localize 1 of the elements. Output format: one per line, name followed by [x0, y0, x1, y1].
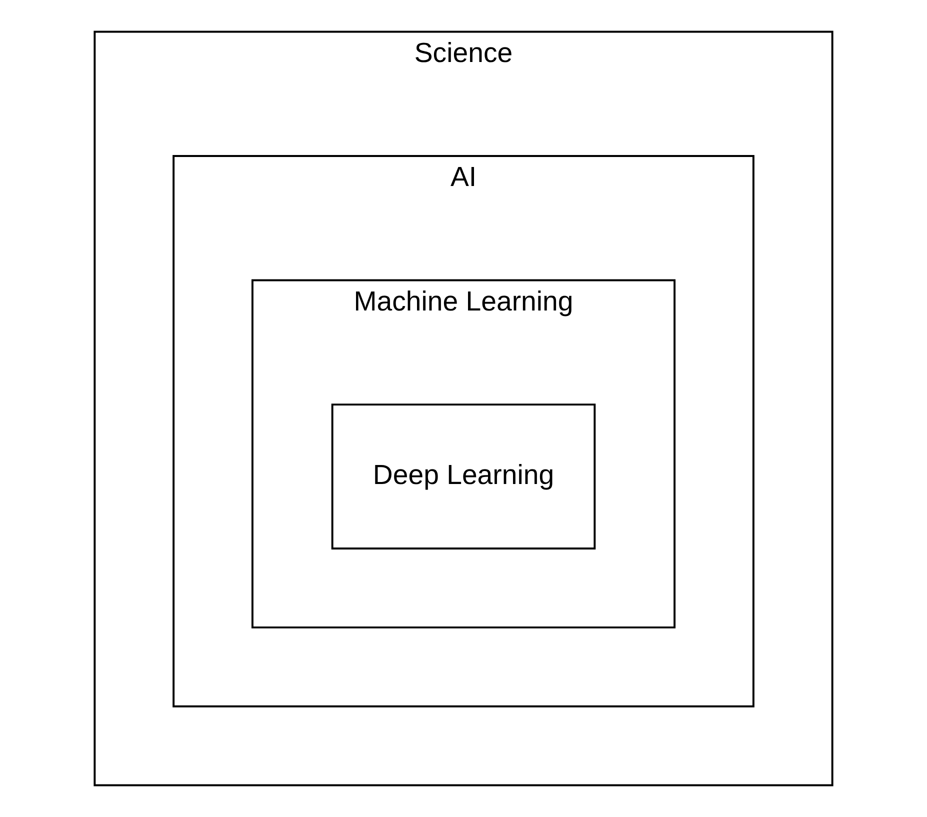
node-box: Deep Learning	[331, 404, 596, 550]
